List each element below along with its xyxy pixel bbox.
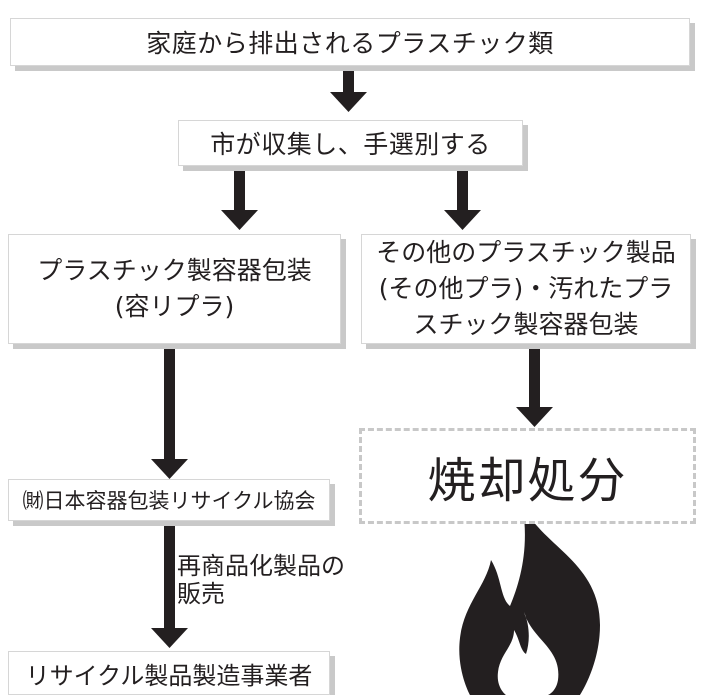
arrow-down-icon: [151, 345, 188, 479]
recycled-product-maker-label: リサイクル製品製造事業者: [25, 661, 313, 690]
recycling-association-label: ㈶日本容器包装リサイクル協会: [22, 489, 316, 513]
resale-note-line2: 販売: [177, 580, 225, 608]
container-packaging-label: プラスチック製容器包装: [37, 256, 312, 285]
flame-icon: [459, 502, 600, 695]
recycling-association-box: ㈶日本容器包装リサイクル協会: [8, 479, 330, 521]
arrow-down-icon: [330, 68, 367, 112]
recycled-product-maker-box: リサイクル製品製造事業者: [8, 651, 330, 695]
container-packaging-box: プラスチック製容器包装 (容リプラ): [8, 234, 341, 344]
container-packaging-abbr: (容リプラ): [114, 292, 235, 321]
city-collection-box: 市が収集し、手選別する: [178, 120, 523, 166]
resale-note: 再商品化製品の 販売: [177, 552, 345, 608]
resale-note-line1: 再商品化製品の: [177, 552, 345, 580]
city-collection-label: 市が収集し、手選別する: [210, 130, 491, 159]
arrow-down-icon: [444, 168, 481, 230]
incineration-box: 焼却処分: [359, 428, 696, 524]
household-plastics-label: 家庭から排出されるプラスチック類: [146, 29, 554, 58]
arrow-down-icon: [516, 345, 553, 427]
other-plastics-line1: その他のプラスチック製品: [376, 238, 676, 267]
household-plastics-box: 家庭から排出されるプラスチック類: [10, 18, 690, 66]
arrow-down-icon: [221, 168, 258, 230]
arrow-down-icon: [151, 522, 188, 648]
incineration-label: 焼却処分: [427, 453, 628, 509]
other-plastics-box: その他のプラスチック製品 (その他プラ)・汚れたプラ スチック製容器包装: [361, 234, 691, 344]
other-plastics-line2: (その他プラ)・汚れたプラ: [378, 274, 674, 303]
other-plastics-line3: スチック製容器包装: [413, 310, 639, 339]
